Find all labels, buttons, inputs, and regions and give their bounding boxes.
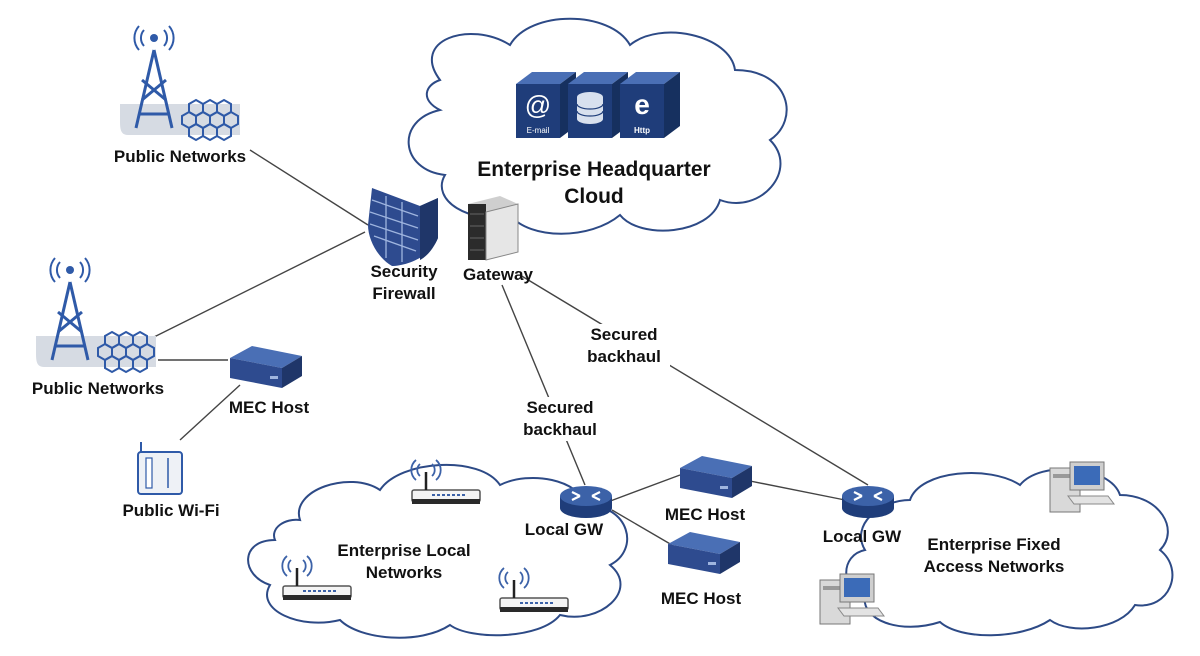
secured-backhaul-upper-label: Secured backhaul: [578, 324, 670, 368]
pc-2-icon: [819, 573, 885, 625]
security-firewall-label: Security Firewall: [370, 262, 438, 303]
local-gw-left-router-icon: [558, 484, 614, 520]
pc-1-icon: [1049, 461, 1115, 513]
mec-host-top-label: MEC Host: [664, 505, 746, 524]
mec-host-left-icon: [230, 346, 302, 388]
mec-host-left-label: MEC Host: [228, 398, 310, 417]
gateway-server-icon: [468, 196, 519, 261]
secured-backhaul-lower-label: Secured backhaul: [514, 397, 606, 441]
cell-tower-top-icon: [120, 25, 240, 141]
public-networks-mid-label: Public Networks: [31, 379, 165, 398]
public-wifi-ap-icon: [137, 442, 183, 495]
email-label: E-mail: [527, 126, 550, 135]
link-localgw-mec-bottom: [611, 509, 673, 546]
enterprise-fixed-networks-label: Enterprise Fixed Access Networks: [923, 535, 1065, 576]
http-label: Http: [634, 126, 650, 135]
link-public-top-firewall: [249, 149, 369, 226]
mec-host-top-icon: [680, 456, 752, 498]
link-mec-top-localgw-right: [744, 479, 846, 501]
hq-cloud-title: Enterprise Headquarter Cloud: [477, 158, 711, 208]
cell-tower-mid-icon: [36, 257, 156, 373]
local-gw-right-router-icon: [840, 484, 896, 520]
enterprise-local-networks-label: Enterprise Local Networks: [337, 541, 471, 582]
public-networks-top-label: Public Networks: [113, 147, 247, 166]
mec-host-bottom-icon: [668, 532, 740, 574]
public-wifi-label: Public Wi-Fi: [122, 501, 220, 520]
local-gw-left-label: Local GW: [524, 520, 604, 539]
mec-host-bottom-label: MEC Host: [660, 589, 742, 608]
link-localgw-mec-top: [604, 474, 681, 504]
database-icon: [568, 72, 628, 138]
link-gateway-localgw-left: [501, 284, 586, 486]
firewall-icon: [368, 188, 438, 266]
http-browser-icon: e: [620, 72, 680, 138]
svg-text:@: @: [525, 90, 551, 120]
connection-lines: [147, 149, 869, 546]
link-public-mid-firewall: [147, 231, 366, 341]
svg-text:e: e: [634, 89, 650, 120]
gateway-label: Gateway: [463, 265, 533, 284]
link-gateway-localgw-right: [519, 274, 869, 486]
local-gw-right-label: Local GW: [822, 527, 902, 546]
link-wifi-mec: [179, 384, 241, 441]
